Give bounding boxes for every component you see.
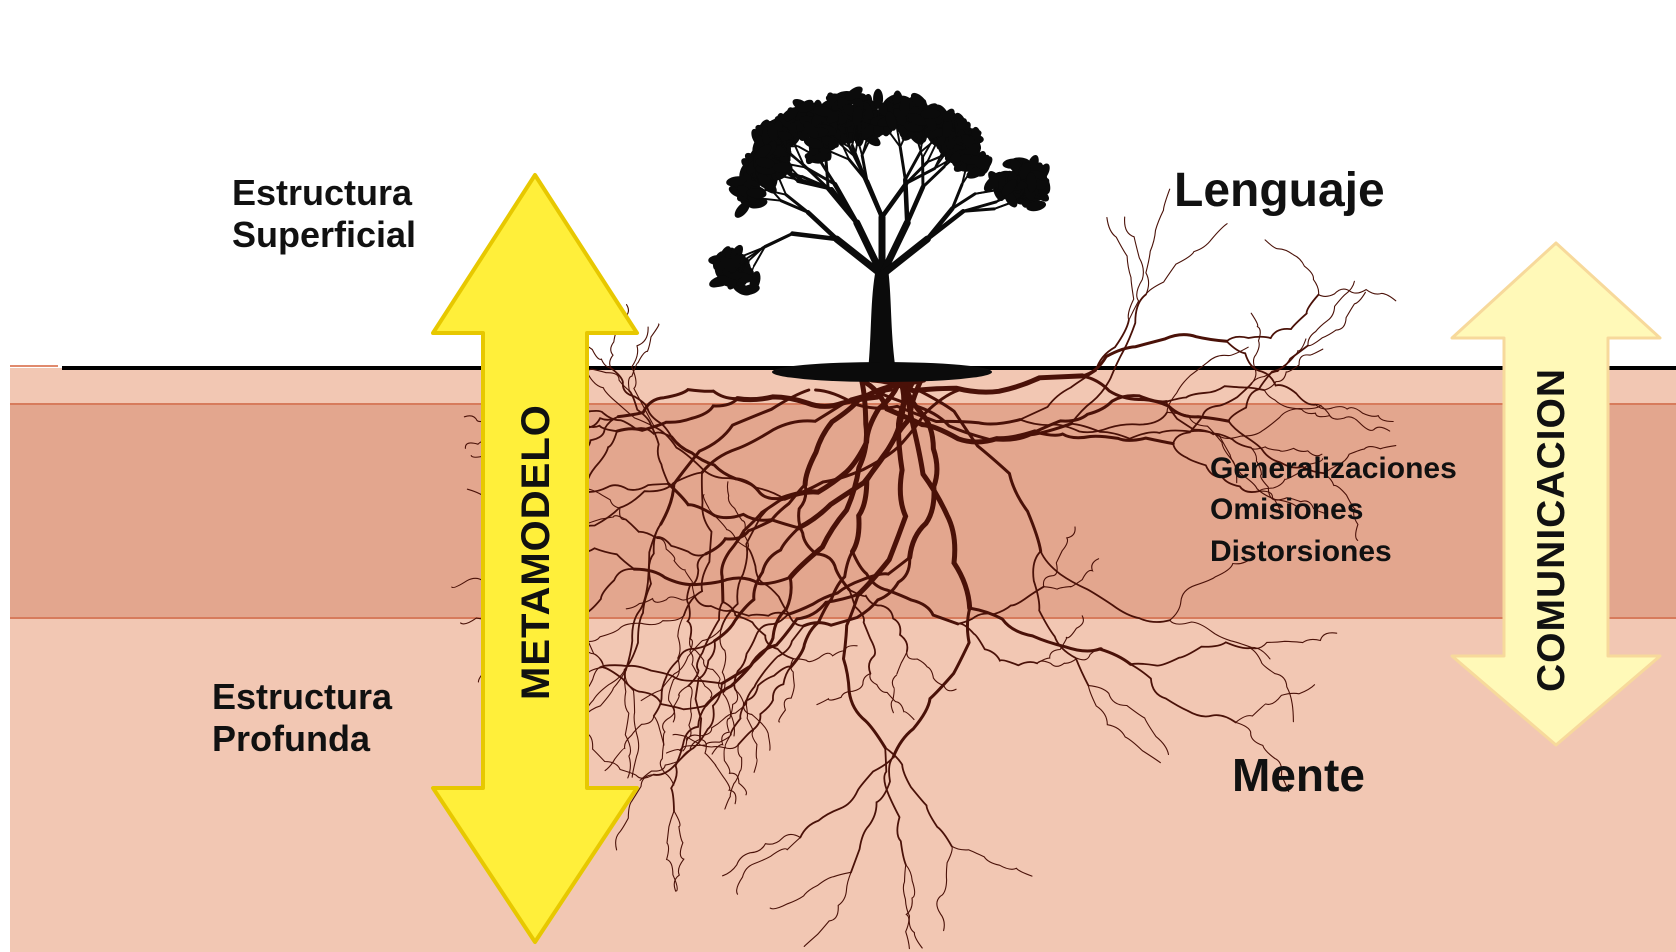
metamodelo-label: METAMODELO	[514, 404, 558, 700]
metamodelo-arrow	[431, 173, 639, 944]
roots-icon	[451, 188, 1397, 950]
filter-generalizations: Generalizaciones	[1210, 452, 1457, 485]
filters-list: Generalizaciones Omisiones Distorsiones	[1210, 448, 1457, 572]
mind-label: Mente	[1232, 749, 1365, 801]
filter-distortions: Distorsiones	[1210, 534, 1392, 568]
surface-label-line1: Estructura	[232, 172, 413, 213]
tree-icon	[708, 86, 1051, 382]
deep-label-line2: Profunda	[212, 718, 370, 760]
deep-structure-label: Estructura Profunda	[212, 676, 392, 761]
surface-structure-label: Estructura Superficial	[232, 172, 416, 257]
deep-label-line1: Estructura	[212, 676, 393, 717]
comunicacion-label: COMUNICACION	[1530, 368, 1573, 692]
filter-omissions: Omisiones	[1210, 493, 1364, 527]
language-label: Lenguaje	[1174, 164, 1385, 217]
comunicacion-arrow	[1450, 241, 1662, 747]
surface-label-line2: Superficial	[232, 214, 417, 256]
